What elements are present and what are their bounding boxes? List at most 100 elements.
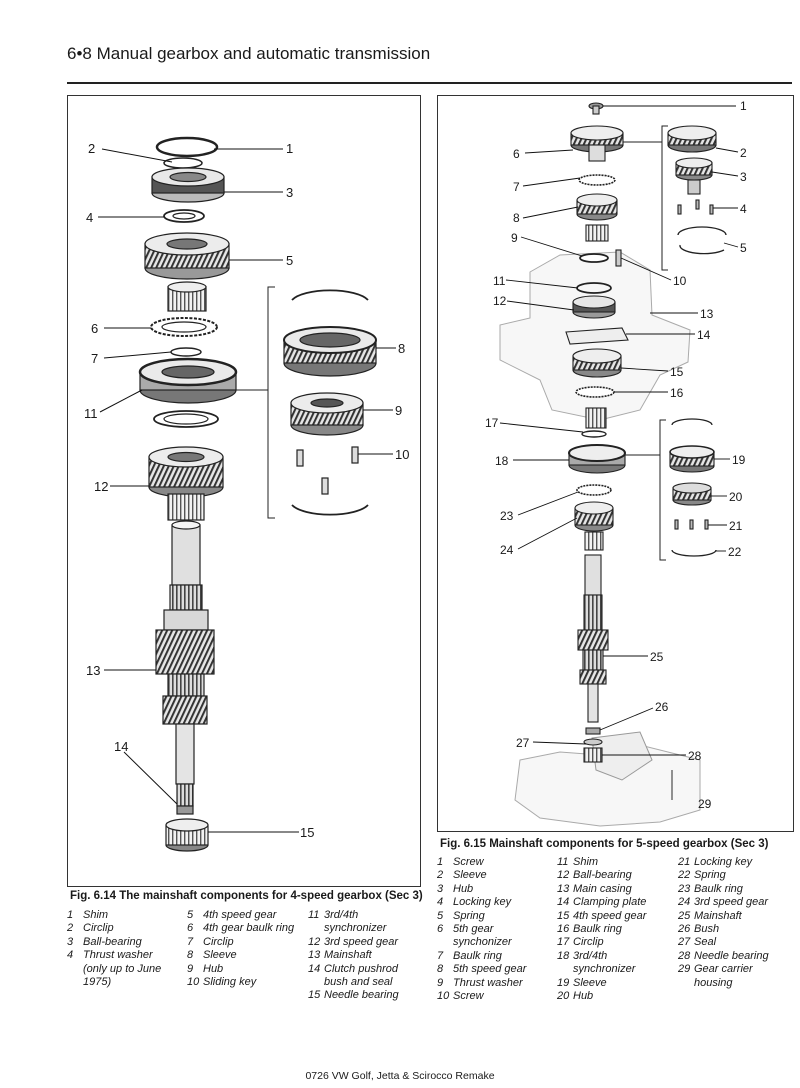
page-footer: 0726 VW Golf, Jetta & Scirocco Remake	[305, 1070, 495, 1082]
legend-item: 7 Circlip	[187, 936, 294, 949]
legend-item-line: synchronizer	[573, 963, 636, 976]
legend-item-line: Sleeve	[453, 869, 487, 882]
legend-item-number: 27	[678, 936, 691, 949]
leader-lines-left	[98, 148, 396, 833]
legend-item-number: 5	[437, 909, 444, 922]
legend-item-number: 1	[67, 909, 74, 921]
legend-item-line: synchronizer	[324, 922, 387, 935]
legend-item: 2 Sleeve	[437, 869, 526, 882]
legend-item-text: 3rd speed gear	[324, 936, 398, 949]
callout-l14: 14	[114, 739, 128, 754]
legend-item-number: 10	[437, 990, 450, 1003]
legend-item-number: 1	[437, 856, 444, 868]
legend-item-number: 20	[557, 990, 570, 1003]
callout-l3: 3	[286, 185, 293, 200]
legend-item-line: Spring	[453, 909, 485, 922]
legend-item-line: 3rd/4th	[573, 949, 608, 962]
callout-l9: 9	[395, 403, 402, 418]
legend-item-text: Mainshaft	[324, 949, 372, 962]
legend-item-line: housing	[694, 976, 733, 989]
legend-item: 3 Ball-bearing	[67, 936, 161, 949]
legend-item-text: Main casing	[573, 883, 632, 896]
legend-item-line: 4th speed gear	[203, 909, 277, 921]
figure-caption-5-speed: Fig. 6.15 Mainshaft components for 5-spe…	[440, 838, 769, 850]
legend-item-line: Ball-bearing	[573, 869, 632, 882]
legend-item-text: Locking key	[453, 896, 511, 909]
legend-item-line: Seal	[694, 936, 717, 949]
callout-r28: 28	[688, 749, 702, 763]
legend-item-number: 7	[187, 935, 194, 948]
mainshaft-4-speed-drawing	[138, 136, 377, 852]
legend-item-line: 3rd/4th	[324, 909, 359, 921]
callout-r7: 7	[513, 180, 520, 194]
legend-item-line: Baulk ring	[573, 923, 622, 936]
legend-item-line: Circlip	[203, 935, 234, 948]
legend-item-line: 1975)	[83, 976, 112, 989]
mainshaft-5-speed-drawing	[499, 102, 727, 827]
legend-item-number: 12	[308, 935, 321, 948]
legend-item-number: 2	[437, 869, 444, 882]
legend-item-line: Mainshaft	[324, 949, 372, 962]
legend-item-number: 12	[557, 869, 570, 882]
legend-item-number: 8	[187, 949, 194, 962]
legend-item-number: 25	[678, 909, 691, 922]
legend-item-line: Clutch pushrod	[324, 962, 398, 975]
legend-item-number: 7	[437, 949, 444, 962]
legend-item: 8 Sleeve	[187, 949, 294, 962]
legend-item-text: Baulk ring	[573, 923, 622, 936]
legend-item-number: 26	[678, 923, 691, 936]
callout-r10: 10	[673, 274, 687, 288]
legend-item-line: Ball-bearing	[83, 935, 142, 948]
header-rule	[67, 82, 792, 84]
legend-item-line: Hub	[203, 962, 224, 975]
callout-l10: 10	[395, 447, 409, 462]
legend-item-number: 18	[557, 949, 570, 962]
legend-item-text: Bush	[694, 923, 719, 936]
legend-item-line: Sleeve	[203, 949, 237, 962]
legend-item-line: 4th speed gear	[573, 909, 647, 922]
legend-item-line: 5th gear	[453, 923, 494, 936]
callout-r20: 20	[729, 490, 743, 504]
legend-item-number: 6	[187, 922, 194, 935]
callout-r17: 17	[485, 416, 499, 430]
callout-r18: 18	[495, 454, 509, 468]
legend-item-number: 13	[557, 882, 570, 895]
callout-r29: 29	[698, 797, 712, 811]
legend-item-line: Locking key	[453, 896, 512, 909]
legend-item-number: 3	[67, 935, 74, 948]
callouts-right: 1 2 3 4 5 6 7 8 9 10 11 12 13 14 15 16 1…	[485, 99, 747, 811]
legend-item-line: Needle bearing	[694, 949, 769, 962]
callout-r21: 21	[729, 519, 743, 533]
callouts-left: 2 1 3 4 5 6 7 8 9 10 11 12 13 14 15	[84, 141, 409, 840]
legend-item-text: Shim	[83, 909, 108, 922]
legend-item-number: 17	[557, 936, 570, 949]
legend-item-text: Baulk ring	[453, 950, 502, 963]
callout-r2: 2	[740, 146, 747, 160]
legend-item-number: 11	[308, 909, 320, 921]
legend-item-text: Locking key	[694, 856, 752, 869]
callout-l5: 5	[286, 253, 293, 268]
legend-item-line: Main casing	[573, 882, 632, 895]
legend-item-line: Sleeve	[573, 976, 607, 989]
legend-item-number: 28	[678, 949, 691, 962]
legend-item-text: Circlip	[203, 936, 234, 949]
